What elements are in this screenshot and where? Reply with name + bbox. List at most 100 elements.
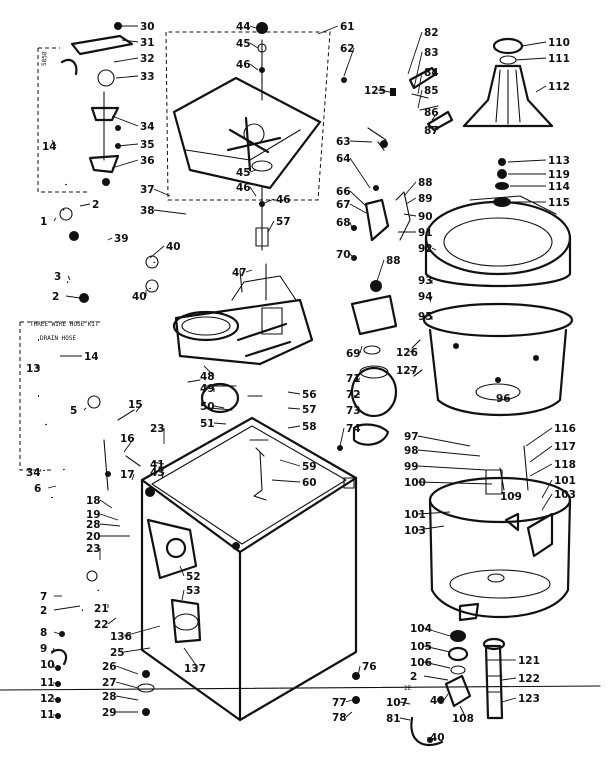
part-callout-127: 127	[396, 365, 418, 377]
callout-leader	[417, 481, 493, 485]
callout-leader	[65, 295, 81, 299]
part-callout-5: 5	[70, 405, 77, 417]
callout-leader	[399, 701, 411, 705]
part-callout-99: 99	[404, 461, 419, 473]
callout-leader	[501, 697, 517, 703]
callout-leader	[501, 677, 517, 681]
part-callout-101: 101	[554, 475, 576, 487]
part-callout-119: 119	[548, 169, 570, 181]
part-callout-45: 45	[236, 167, 251, 179]
callout-leader	[399, 717, 411, 721]
diagram-note-drain-hose: DRAIN HOSE	[40, 335, 77, 342]
callout-leader	[267, 220, 275, 233]
inlet-valve-parts	[70, 22, 134, 186]
callout-leader	[343, 47, 355, 77]
callout-leader	[529, 463, 553, 477]
callout-leader	[541, 493, 553, 511]
callout-leader	[413, 51, 423, 89]
part-callout-111: 111	[548, 53, 570, 65]
part-callout-6: 6	[34, 483, 41, 495]
part-callout-93: 93	[418, 275, 433, 287]
callout-leader	[417, 435, 471, 447]
callout-leader	[117, 143, 139, 147]
callout-leader	[213, 405, 225, 409]
diagram-note-model: 5850	[41, 51, 49, 66]
part-callout-105: 105	[410, 641, 432, 653]
part-callout-117: 117	[554, 441, 576, 453]
drain-pump-parts	[352, 630, 506, 747]
part-callout-46: 46	[236, 59, 251, 71]
part-callout-40: 40	[430, 732, 445, 744]
part-callout-68: 68	[336, 217, 351, 229]
cabinet	[140, 416, 358, 722]
callout-leader	[121, 39, 139, 43]
callout-leader	[359, 345, 363, 354]
callout-leader	[287, 425, 301, 429]
callout-leader	[459, 705, 467, 719]
callout-leader	[245, 269, 253, 273]
callout-leader	[213, 422, 227, 425]
callout-leader	[67, 275, 71, 281]
part-callout-18: 18	[86, 495, 101, 507]
part-callout-44: 44	[236, 21, 251, 33]
part-callout-52: 52	[186, 571, 201, 583]
callout-leader	[417, 71, 423, 95]
callout-leader	[423, 661, 451, 669]
part-callout-34: 34	[26, 467, 41, 479]
part-callout-107: 107	[386, 697, 408, 709]
callout-leader	[349, 140, 373, 143]
part-callout-73: 73	[346, 405, 361, 417]
part-callout-13: 13	[26, 363, 41, 375]
part-callout-14: 14	[42, 141, 57, 153]
part-callout-28: 28	[86, 519, 101, 531]
part-callout-69: 69	[346, 348, 361, 360]
callout-leader	[423, 675, 449, 681]
callout-leader	[349, 221, 353, 229]
middle-column-parts	[337, 66, 454, 451]
part-callout-64: 64	[336, 153, 351, 165]
part-callout-38: 38	[140, 205, 155, 217]
callout-leader	[149, 245, 165, 259]
callout-leader	[403, 181, 417, 197]
part-callout-110: 110	[548, 37, 570, 49]
part-callout-77: 77	[332, 697, 347, 709]
pump-and-drain-hoses	[26, 337, 202, 644]
part-callout-12: 12	[40, 693, 55, 705]
part-callout-88: 88	[418, 177, 433, 189]
callout-leader	[179, 565, 185, 577]
callout-leader	[431, 111, 439, 121]
part-callout-29: 29	[102, 707, 117, 719]
callout-leader	[115, 681, 139, 689]
part-callout-41: 41	[150, 459, 165, 471]
part-callout-108: 108	[452, 713, 474, 725]
callout-leader	[403, 213, 417, 217]
part-callout-23: 23	[86, 543, 101, 555]
callout-leader	[115, 665, 139, 675]
part-callout-2: 2	[40, 605, 47, 617]
agitator	[462, 37, 554, 207]
callout-leader	[53, 605, 81, 611]
callout-leader	[151, 461, 165, 465]
callout-leader	[417, 511, 451, 515]
callout-leader	[287, 407, 301, 410]
part-callout-45: 45	[236, 38, 251, 50]
callout-leader	[409, 349, 415, 353]
callout-leader	[417, 89, 423, 109]
part-callout-53: 53	[186, 585, 201, 597]
part-callout-94: 94	[418, 291, 433, 303]
top-cover	[172, 22, 322, 251]
part-callout-46: 46	[276, 194, 291, 206]
part-callout-15: 15	[128, 399, 143, 411]
part-callout-95: 95	[418, 311, 433, 323]
part-callout-62: 62	[340, 43, 355, 55]
part-callout-86: 86	[424, 107, 439, 119]
part-callout-1: 1	[40, 216, 47, 228]
part-callout-21: 21	[94, 603, 109, 615]
part-callout-26: 26	[102, 661, 117, 673]
part-callout-2: 2	[92, 199, 99, 211]
callout-leader	[53, 217, 57, 222]
callout-leader	[429, 295, 433, 303]
callout-leader	[541, 479, 553, 499]
part-callout-46: 46	[236, 182, 251, 194]
part-callout-47: 47	[232, 267, 247, 279]
